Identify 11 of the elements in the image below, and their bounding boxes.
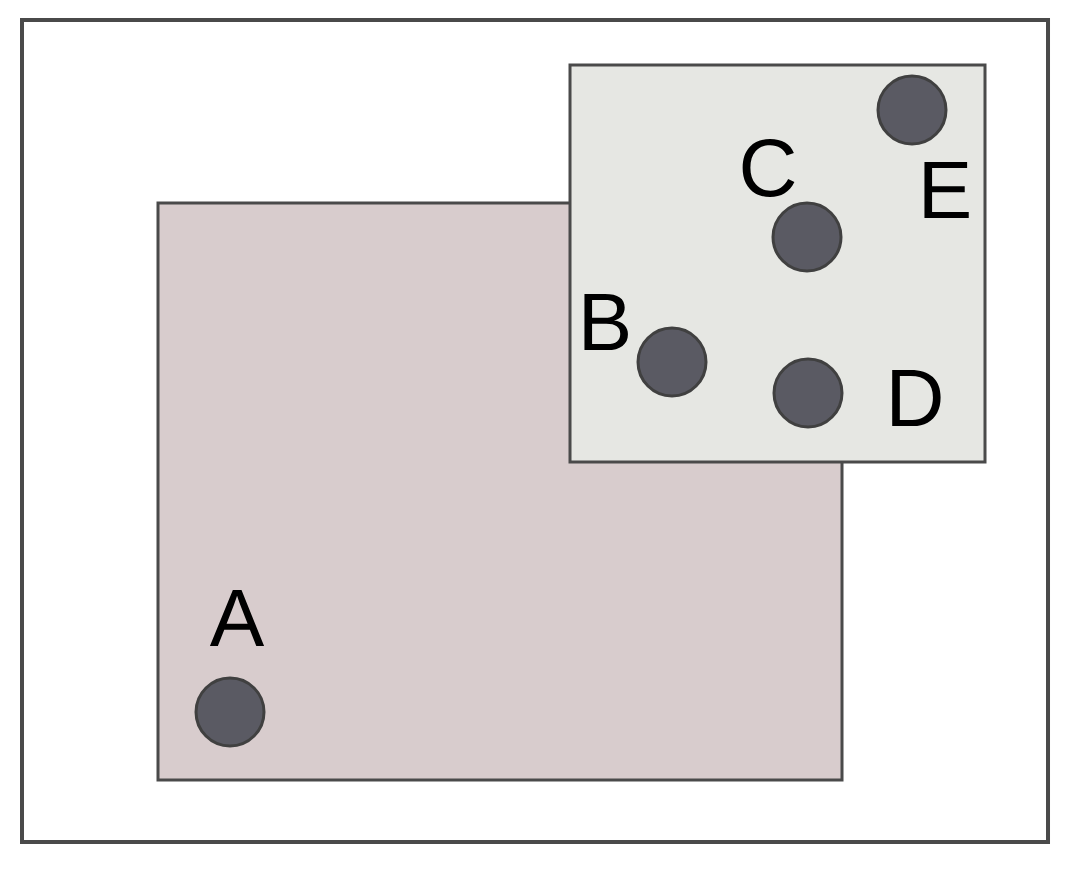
dot [194, 676, 266, 748]
dot [771, 201, 843, 273]
dot-label: A [209, 589, 265, 647]
dot [772, 357, 844, 429]
dot-label: C [742, 139, 795, 197]
dot-label: E [924, 161, 969, 219]
dot [636, 326, 708, 398]
square [568, 63, 987, 464]
dot [876, 74, 948, 146]
dot-label: B [584, 293, 628, 351]
dot-label: D [892, 369, 941, 427]
